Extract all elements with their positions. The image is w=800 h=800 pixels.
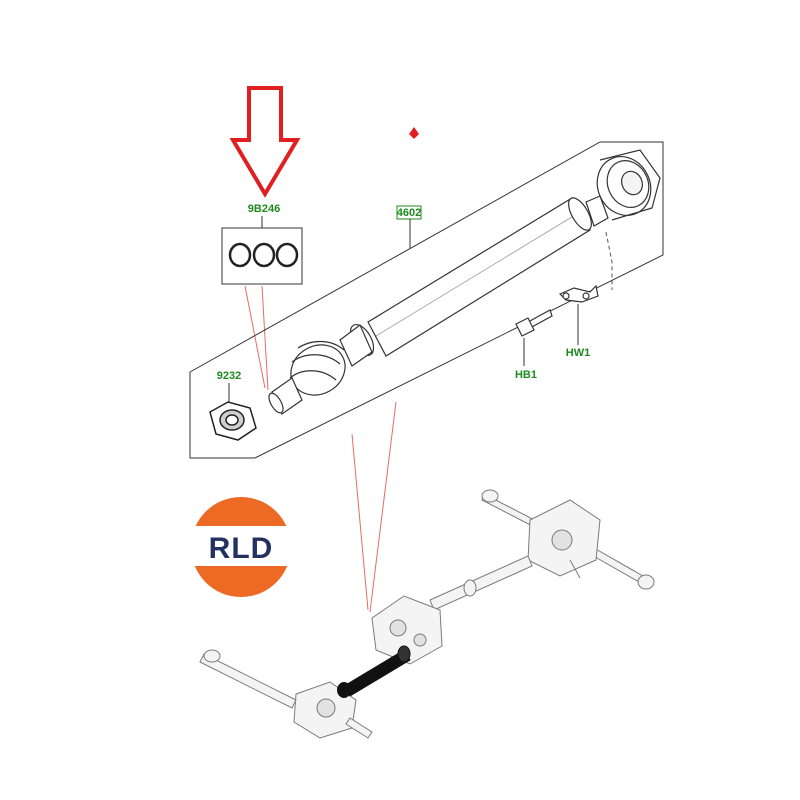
ring-icons: [228, 242, 299, 268]
marker-icon: [409, 127, 419, 139]
callout-shaft[interactable]: 4602: [396, 205, 422, 248]
leader-lines: [244, 285, 397, 613]
callout-bracket-label: HW1: [566, 347, 590, 359]
highlight-arrow-icon: [229, 86, 301, 198]
propeller-shaft: [268, 149, 661, 415]
callout-shaft-label: 4602: [397, 207, 421, 219]
callout-nut-label: 9232: [217, 370, 241, 382]
bolt: [515, 309, 553, 337]
logo-text: RLD: [209, 532, 274, 565]
ring-kit-box: [221, 227, 303, 285]
bracket: [558, 284, 599, 303]
nut-icon: [209, 401, 257, 441]
rld-logo: RLD: [187, 497, 295, 597]
assembly-frame: [189, 141, 664, 459]
callout-ring-kit[interactable]: 9B246: [221, 203, 303, 285]
callout-nut[interactable]: 9232: [217, 370, 241, 402]
callout-bolt-label: HB1: [515, 369, 537, 381]
callout-ring-kit-label: 9B246: [248, 203, 280, 215]
highlighted-front-shaft: [337, 645, 411, 698]
callout-bracket[interactable]: HW1: [566, 304, 590, 359]
driveline-overview: [199, 489, 655, 739]
callout-bolt[interactable]: HB1: [515, 338, 537, 381]
dashed-route: [605, 231, 613, 290]
